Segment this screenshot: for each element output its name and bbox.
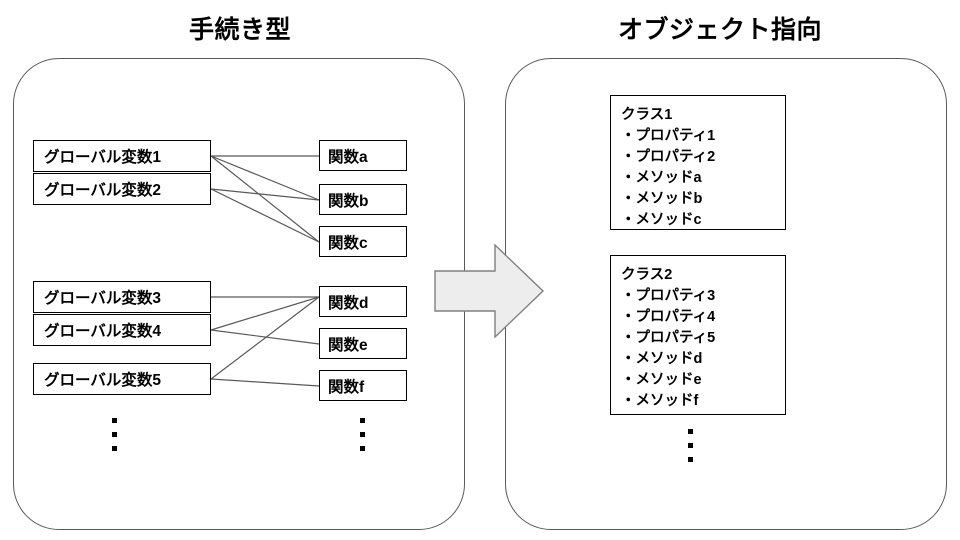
global-variable-label: グローバル変数2 <box>44 182 161 199</box>
class-member-label: ・メソッドd <box>621 351 703 367</box>
function-label: 関数d <box>328 294 369 312</box>
function-label: 関数a <box>328 148 368 166</box>
class-member-label: ・プロパティ4 <box>621 309 716 325</box>
transformation-arrow-icon <box>434 243 545 339</box>
function-label: 関数b <box>328 192 369 210</box>
left-panel-title: 手続き型 <box>188 16 291 44</box>
ellipsis-dot <box>688 429 693 434</box>
ellipsis-dot <box>112 432 117 437</box>
function-label: 関数e <box>328 336 368 354</box>
class-member-label: ・プロパティ1 <box>621 128 716 144</box>
vertical-ellipsis-classes <box>688 429 693 462</box>
global-variable-box[interactable]: グローバル変数3 <box>33 281 211 313</box>
function-box[interactable]: 関数d <box>319 286 407 317</box>
class-box[interactable]: クラス1 ・プロパティ1 ・プロパティ2 ・メソッドa ・メソッドb ・メソッド… <box>610 95 786 230</box>
ellipsis-dot <box>360 418 365 423</box>
class-member-label: ・メソッドe <box>621 372 702 388</box>
ellipsis-dot <box>112 418 117 423</box>
class-member-label: ・プロパティ2 <box>621 149 716 165</box>
class-member-label: ・メソッドa <box>621 170 702 186</box>
ellipsis-dot <box>360 446 365 451</box>
global-variable-box[interactable]: グローバル変数2 <box>33 173 211 205</box>
function-box[interactable]: 関数e <box>319 328 407 359</box>
function-label: 関数f <box>328 378 365 396</box>
ellipsis-dot <box>360 432 365 437</box>
vertical-ellipsis-functions <box>360 418 365 451</box>
global-variable-label: グローバル変数5 <box>44 372 161 389</box>
ellipsis-dot <box>112 446 117 451</box>
function-box[interactable]: 関数c <box>319 226 407 257</box>
global-variable-box[interactable]: グローバル変数1 <box>33 140 211 172</box>
global-variable-label: グローバル変数4 <box>44 323 161 340</box>
class-member-label: ・メソッドc <box>621 212 702 228</box>
vertical-ellipsis-variables <box>112 418 117 451</box>
function-label: 関数c <box>328 234 368 252</box>
function-box[interactable]: 関数b <box>319 184 407 215</box>
right-panel-title: オブジェクト指向 <box>617 16 822 44</box>
ellipsis-dot <box>688 457 693 462</box>
class-member-label: ・プロパティ3 <box>621 288 716 304</box>
function-box[interactable]: 関数a <box>319 140 407 171</box>
global-variable-box[interactable]: グローバル変数5 <box>33 363 211 395</box>
class-name-label: クラス1 <box>621 107 673 123</box>
global-variable-box[interactable]: グローバル変数4 <box>33 314 211 346</box>
class-box[interactable]: クラス2 ・プロパティ3 ・プロパティ4 ・プロパティ5 ・メソッドd ・メソッ… <box>610 255 786 415</box>
class-name-label: クラス2 <box>621 267 673 283</box>
global-variable-label: グローバル変数1 <box>44 149 161 166</box>
class-member-label: ・メソッドf <box>621 393 699 409</box>
class-member-label: ・メソッドb <box>621 191 703 207</box>
ellipsis-dot <box>688 443 693 448</box>
class-member-label: ・プロパティ5 <box>621 330 716 346</box>
function-box[interactable]: 関数f <box>319 370 407 401</box>
global-variable-label: グローバル変数3 <box>44 290 161 307</box>
